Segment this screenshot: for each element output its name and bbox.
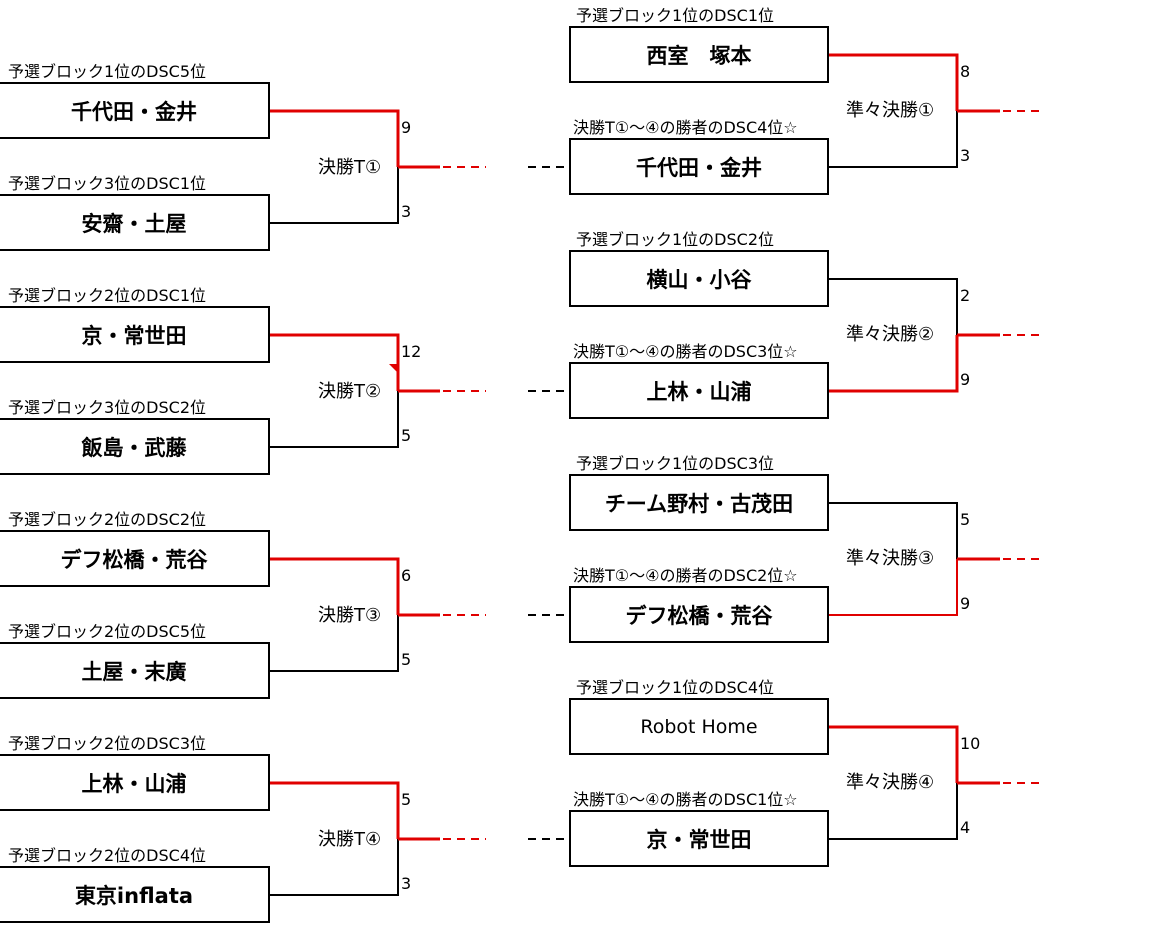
score: 5 <box>401 790 412 809</box>
bracket-connector <box>829 502 1045 616</box>
team-caption: 予選ブロック1位のDSC2位 <box>576 230 775 249</box>
bracket-connector <box>829 725 1045 840</box>
team-caption: 予選ブロック1位のDSC3位 <box>576 454 775 473</box>
team-box: 東京inflata <box>0 866 270 923</box>
score: 9 <box>960 370 971 389</box>
team-caption: 決勝T①～④の勝者のDSC4位☆ <box>573 118 798 137</box>
team-caption: 予選ブロック2位のDSC5位 <box>8 622 207 641</box>
match-label: 準々決勝④ <box>846 772 935 793</box>
score: 3 <box>401 202 412 221</box>
score: 3 <box>401 874 412 893</box>
match-label: 決勝T③ <box>318 605 382 626</box>
team-caption: 予選ブロック2位のDSC1位 <box>8 286 207 305</box>
team-box: デフ松橋・荒谷 <box>0 530 270 587</box>
score: 5 <box>960 510 971 529</box>
score: 9 <box>960 594 971 613</box>
match-label: 準々決勝③ <box>846 548 935 569</box>
bracket-connector <box>270 557 569 672</box>
score: 8 <box>960 62 971 81</box>
team-caption: 予選ブロック1位のDSC1位 <box>576 6 775 25</box>
score: 12 <box>401 342 422 361</box>
bracket-connector <box>829 53 1045 168</box>
team-box: 京・常世田 <box>569 810 829 867</box>
bracket-connector <box>829 278 1045 393</box>
team-box: 上林・山浦 <box>0 754 270 811</box>
team-box: 上林・山浦 <box>569 362 829 419</box>
score: 5 <box>401 650 412 669</box>
team-box: 飯島・武藤 <box>0 418 270 475</box>
match-label: 決勝T② <box>318 381 382 402</box>
team-caption: 予選ブロック3位のDSC1位 <box>8 174 207 193</box>
score: 3 <box>960 146 971 165</box>
team-box: 安齋・土屋 <box>0 194 270 251</box>
score: 4 <box>960 818 971 837</box>
score: 10 <box>960 734 981 753</box>
score: 6 <box>401 566 412 585</box>
team-box: 土屋・末廣 <box>0 642 270 699</box>
score: 2 <box>960 286 971 305</box>
team-caption: 決勝T①～④の勝者のDSC1位☆ <box>573 790 798 809</box>
team-caption: 予選ブロック1位のDSC5位 <box>8 62 207 81</box>
team-caption: 予選ブロック2位のDSC3位 <box>8 734 207 753</box>
team-box: チーム野村・古茂田 <box>569 474 829 531</box>
match-label: 準々決勝② <box>846 324 935 345</box>
bracket-connector <box>270 109 569 224</box>
team-caption: 決勝T①～④の勝者のDSC2位☆ <box>573 566 798 585</box>
team-caption: 予選ブロック2位のDSC4位 <box>8 846 207 865</box>
score: 5 <box>401 426 412 445</box>
team-caption: 予選ブロック1位のDSC4位 <box>576 678 775 697</box>
team-box: Robot Home <box>569 698 829 755</box>
bracket-connector <box>270 781 569 896</box>
team-caption: 予選ブロック2位のDSC2位 <box>8 510 207 529</box>
team-box: 横山・小谷 <box>569 250 829 307</box>
score: 9 <box>401 118 412 137</box>
match-label: 準々決勝① <box>846 100 935 121</box>
bracket-connector <box>270 333 569 448</box>
team-caption: 決勝T①～④の勝者のDSC3位☆ <box>573 342 798 361</box>
team-box: 京・常世田 <box>0 306 270 363</box>
match-label: 決勝T④ <box>318 829 382 850</box>
team-caption: 予選ブロック3位のDSC2位 <box>8 398 207 417</box>
team-box: 千代田・金井 <box>569 138 829 195</box>
match-label: 決勝T① <box>318 157 382 178</box>
team-box: デフ松橋・荒谷 <box>569 586 829 643</box>
team-box: 千代田・金井 <box>0 82 270 139</box>
team-box: 西室 塚本 <box>569 26 829 83</box>
